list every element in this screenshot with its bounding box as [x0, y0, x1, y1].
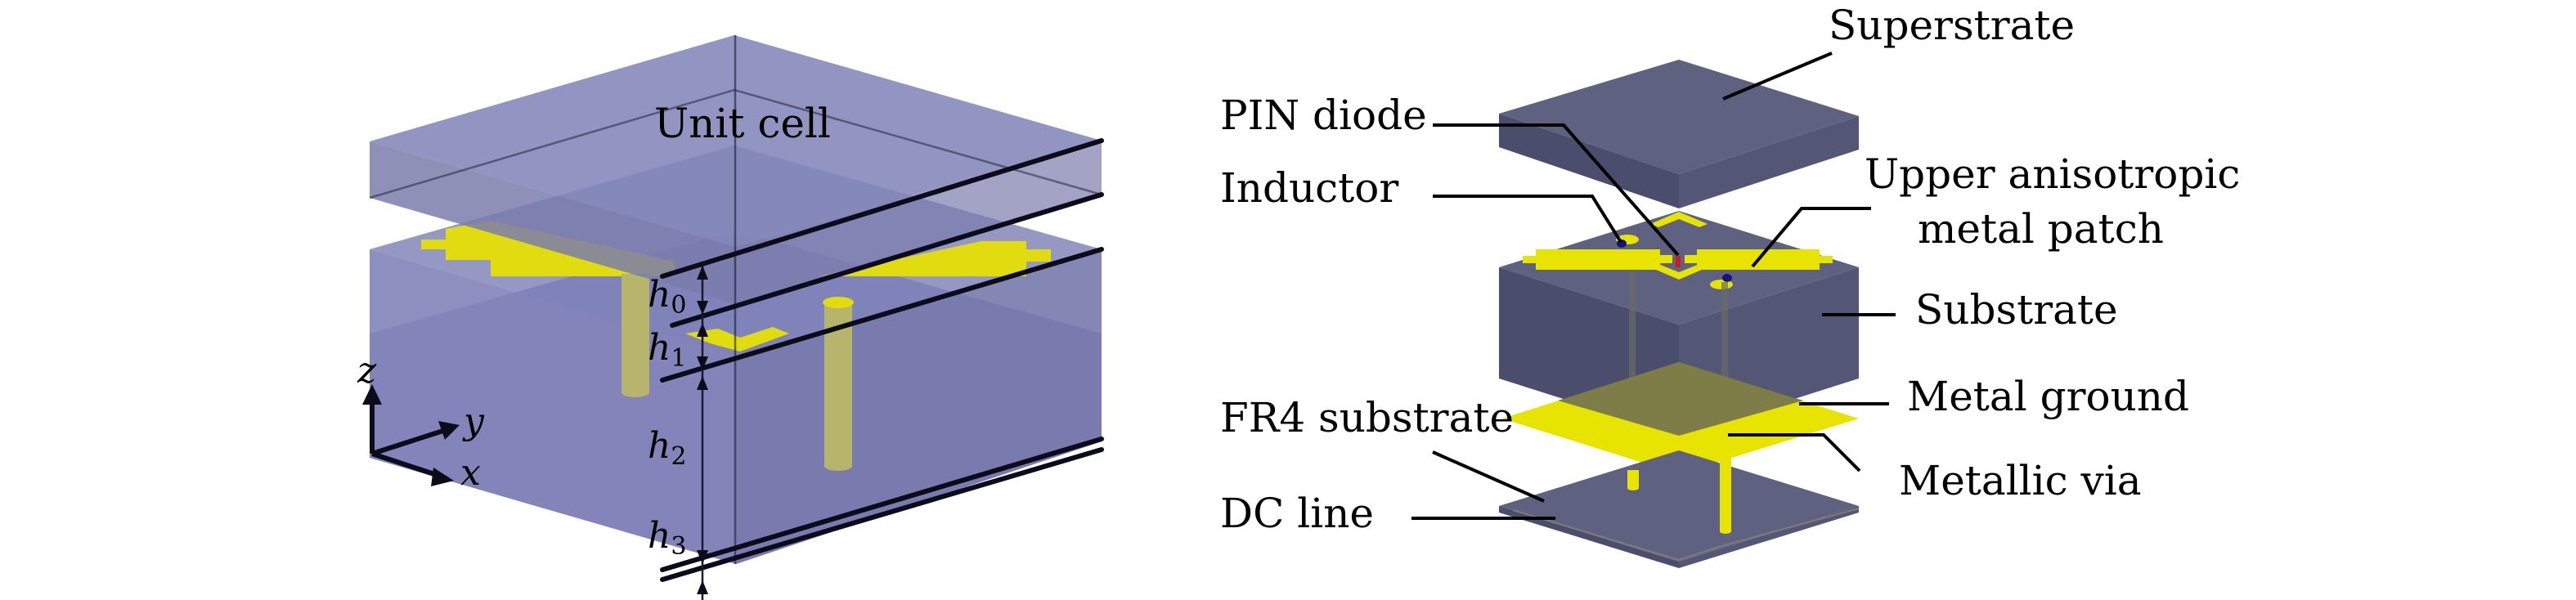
- superstrate-block-left: [1499, 114, 1679, 208]
- label-dc-line: DC line: [1220, 490, 1374, 537]
- ref-line-fr4-bottom: [660, 447, 1104, 582]
- l-shaped-patch: [685, 327, 789, 351]
- via-inside-left: [1629, 270, 1636, 392]
- dim-label-h2: h2: [648, 425, 686, 471]
- top-chevron-patch: [1650, 212, 1708, 227]
- substrate-right-face: [736, 249, 1102, 564]
- arrow-h1-down: [697, 356, 708, 370]
- axis-label-z: z: [357, 350, 377, 392]
- arrow-h0-up: [697, 266, 708, 280]
- z-arrowhead-icon: [362, 384, 382, 405]
- inductor-right: [1722, 274, 1732, 282]
- label-upper-patch-line1: Upper anisotropic: [1865, 150, 2240, 198]
- ref-line-substrate-bottom: [660, 437, 1104, 572]
- x-axis: [371, 451, 442, 479]
- label-metal-ground: Metal ground: [1907, 373, 2189, 420]
- arrow-h1-up: [697, 323, 708, 337]
- ref-line-substrate-top: [660, 247, 1104, 383]
- right-metal-patch: [818, 241, 1051, 276]
- leader-metallic-via: [1728, 433, 1861, 472]
- dim-label-h1: h1: [648, 327, 686, 373]
- axis-label-y: y: [462, 401, 485, 442]
- left-via: [622, 274, 649, 392]
- dim-label-h0: h0: [648, 274, 686, 320]
- label-substrate: Substrate: [1915, 286, 2118, 334]
- leader-inductor: [1433, 195, 1622, 244]
- via-below-left-end: [1627, 486, 1639, 490]
- superstrate-block-right: [1679, 116, 1859, 208]
- label-pin-diode: PIN diode: [1220, 92, 1427, 139]
- metal-ground-shadow: [1558, 362, 1803, 436]
- label-metallic-via: Metallic via: [1899, 457, 2142, 504]
- left-via-base: [622, 387, 649, 397]
- arrow-h0-down: [697, 301, 708, 315]
- metallic-via: [1720, 433, 1731, 531]
- pin-diode: [1676, 256, 1681, 267]
- superstrate-block-top: [1499, 60, 1859, 174]
- substrate-left-face: [370, 249, 736, 564]
- leader-fr4-substrate: [1432, 450, 1545, 503]
- right-via-base: [824, 461, 852, 471]
- unit-cell-label: Unit cell: [654, 100, 831, 147]
- y-axis: [371, 427, 449, 456]
- label-superstrate: Superstrate: [1829, 2, 2075, 49]
- superstrate-left-face: [370, 141, 736, 304]
- fr4-block-left: [1499, 506, 1679, 568]
- leader-upper-patch: [1751, 207, 1871, 268]
- x-arrowhead-icon: [431, 468, 454, 486]
- dc-line-trace: [1512, 508, 1860, 562]
- substrate-block-top: [1499, 211, 1859, 325]
- via-inside-right: [1721, 282, 1728, 433]
- dimension-arrows: [697, 266, 708, 594]
- via-below-left: [1627, 470, 1639, 488]
- right-via-top: [823, 297, 854, 308]
- bottom-chevron-patch: [1650, 264, 1708, 280]
- ref-line-superstrate-top: [660, 138, 1104, 279]
- superstrate-right-face: [736, 141, 1102, 304]
- arrow-h3-up: [697, 580, 708, 594]
- label-upper-patch-line2: metal patch: [1918, 205, 2164, 253]
- arrow-h2-up: [697, 376, 708, 390]
- y-arrowhead-icon: [438, 421, 460, 440]
- leader-superstrate: [1722, 51, 1833, 101]
- dim-label-h3: h3: [648, 515, 686, 561]
- leader-pin-diode: [1433, 123, 1680, 257]
- fr4-block-top: [1499, 450, 1859, 562]
- upper-metal-patch-left: [1523, 249, 1672, 270]
- label-inductor: Inductor: [1220, 164, 1398, 212]
- label-fr4-substrate: FR4 substrate: [1220, 394, 1514, 441]
- axis-label-x: x: [460, 452, 481, 494]
- coordinate-axes: [362, 384, 460, 486]
- metallic-via-end: [1720, 529, 1731, 534]
- unit-cell-figure: h0 h1 h2 h3 Unit cell z y x: [357, 35, 1104, 600]
- ref-line-superstrate-bottom: [670, 192, 1104, 328]
- arrow-h2-down: [697, 550, 708, 564]
- exploded-view-figure: Superstrate PIN diode Inductor Upper ani…: [1220, 2, 2240, 568]
